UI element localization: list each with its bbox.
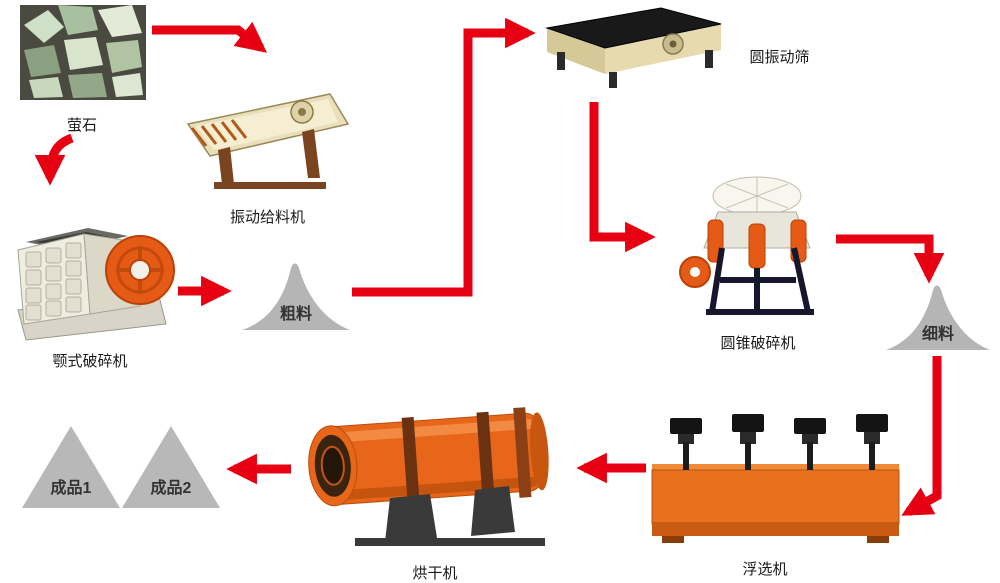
flotation-machine — [648, 412, 903, 547]
jaw-crusher-illustration — [17, 228, 175, 341]
circular-vibrating-screen-illustration — [545, 7, 722, 88]
coarse-material-pile-shape — [242, 263, 350, 330]
cone-crusher-illustration — [679, 176, 814, 315]
arrow-coarse-to-screen — [352, 17, 536, 297]
circular-vibrating-screen-label: 圆振动筛 — [749, 49, 810, 66]
jaw-crusher-label: 颚式破碎机 — [52, 353, 128, 370]
vibrating-feeder-label: 振动给料机 — [229, 209, 305, 226]
circular-vibrating-screen — [543, 6, 725, 98]
fine-material-pile-shape — [886, 285, 990, 350]
dryer — [295, 390, 565, 550]
dryer-label: 烘干机 — [412, 565, 458, 582]
arrow-cone-crusher-to-fine — [836, 234, 945, 284]
vibrating-feeder-illustration — [186, 93, 350, 189]
fluorite-rocks-illustration — [20, 5, 146, 100]
cone-crusher-label: 圆锥破碎机 — [720, 335, 796, 352]
coarse-material-label: 粗料 — [279, 306, 312, 323]
cone-crusher — [676, 162, 838, 324]
coarse-material-pile: 粗料 — [240, 260, 352, 332]
vibrating-feeder — [180, 84, 355, 196]
product-1-triangle — [22, 426, 120, 508]
fluorite-photo — [20, 5, 146, 100]
jaw-crusher — [6, 190, 178, 348]
flotation-machine-illustration — [651, 414, 900, 543]
arrow-fluorite-to-feeder — [152, 21, 268, 53]
product-1-pile: 成品1 — [20, 424, 122, 510]
arrow-fluorite-to-jaw-crusher — [34, 133, 74, 186]
product-2-triangle — [122, 426, 220, 508]
product-1-label: 成品1 — [50, 480, 92, 497]
arrow-fine-to-flotation — [901, 356, 942, 516]
fine-material-label: 细料 — [921, 326, 954, 343]
product-2-pile: 成品2 — [120, 424, 222, 510]
fluorite-label: 萤石 — [66, 117, 97, 134]
dryer-illustration — [308, 407, 549, 546]
arrow-screen-to-cone-crusher — [589, 102, 656, 253]
product-2-label: 成品2 — [150, 480, 192, 497]
fine-material-pile: 细料 — [884, 282, 992, 352]
flotation-machine-label: 浮选机 — [742, 561, 788, 578]
